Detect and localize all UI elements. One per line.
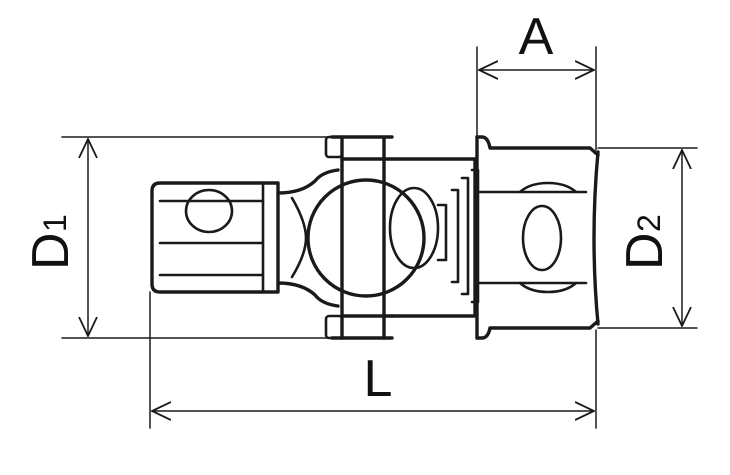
label-a: A [519, 8, 554, 66]
svg-text:D: D [22, 232, 80, 270]
extension-lines [61, 46, 698, 429]
ball-joint [306, 178, 448, 298]
label-l: L [364, 350, 393, 408]
yoke [324, 135, 477, 340]
svg-text:1: 1 [37, 214, 73, 232]
label-d1: D 1 [22, 214, 80, 270]
pin-hole [521, 204, 563, 272]
detent-hole [184, 188, 234, 234]
neck [276, 168, 340, 308]
socket-body [475, 135, 600, 340]
dimension-labels: A L D 1 D 2 [22, 8, 674, 408]
svg-text:D: D [616, 232, 674, 270]
svg-text:2: 2 [631, 214, 667, 232]
label-d2: D 2 [616, 214, 674, 270]
square-drive [150, 181, 280, 294]
dimension-lines [88, 70, 682, 411]
